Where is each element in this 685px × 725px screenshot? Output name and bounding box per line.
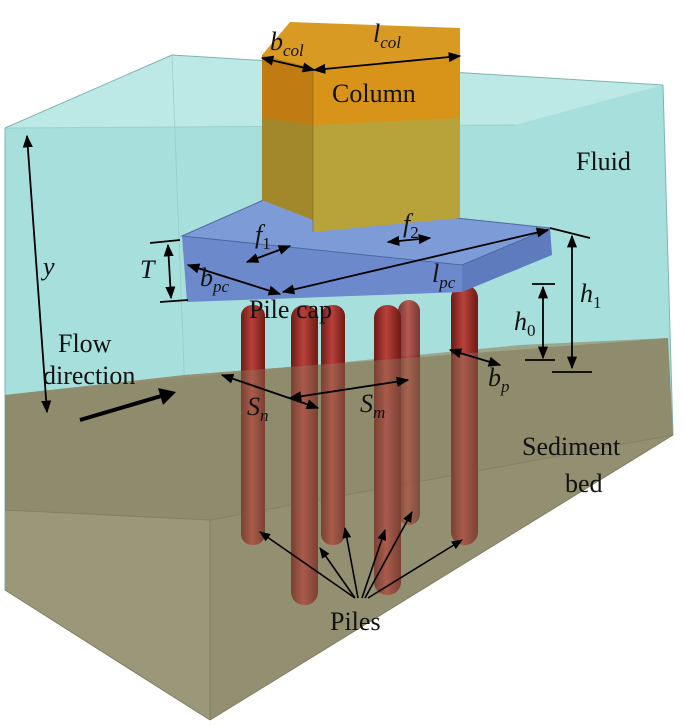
sediment-label-line1: Sediment [522,432,621,461]
piles-pointer-arrows [259,511,463,599]
pile [321,305,345,545]
text-labels: Column Fluid Pile cap Flow direction Sed… [40,19,631,636]
h1-symbol: h1 [580,279,602,312]
b-p-symbol: bp [488,363,510,396]
f2-symbol: f2 [403,209,419,242]
h0-symbol: h0 [514,307,536,340]
dimension-lines [22,52,592,414]
f1-symbol: f1 [255,220,271,253]
sediment-label-line2: bed [565,469,603,498]
y-symbol: y [40,252,55,281]
flow-label-line1: Flow [58,329,112,358]
b-col-symbol: bcol [270,27,304,60]
l-pc-symbol: lpc [432,259,456,292]
column-label: Column [332,79,416,108]
pile [241,305,265,545]
S-m-symbol: Sm [360,389,385,422]
flow-arrow [79,388,176,422]
pile [398,300,420,525]
fluid-label: Fluid [576,147,631,176]
b-pc-symbol: bpc [200,263,230,296]
flow-label-line2: direction [43,361,135,390]
piles-label: Piles [330,607,381,636]
S-n-symbol: Sn [247,392,269,425]
l-col-symbol: lcol [373,19,401,52]
T-symbol: T [140,255,156,284]
pile-cap-label: Pile cap [249,295,332,324]
